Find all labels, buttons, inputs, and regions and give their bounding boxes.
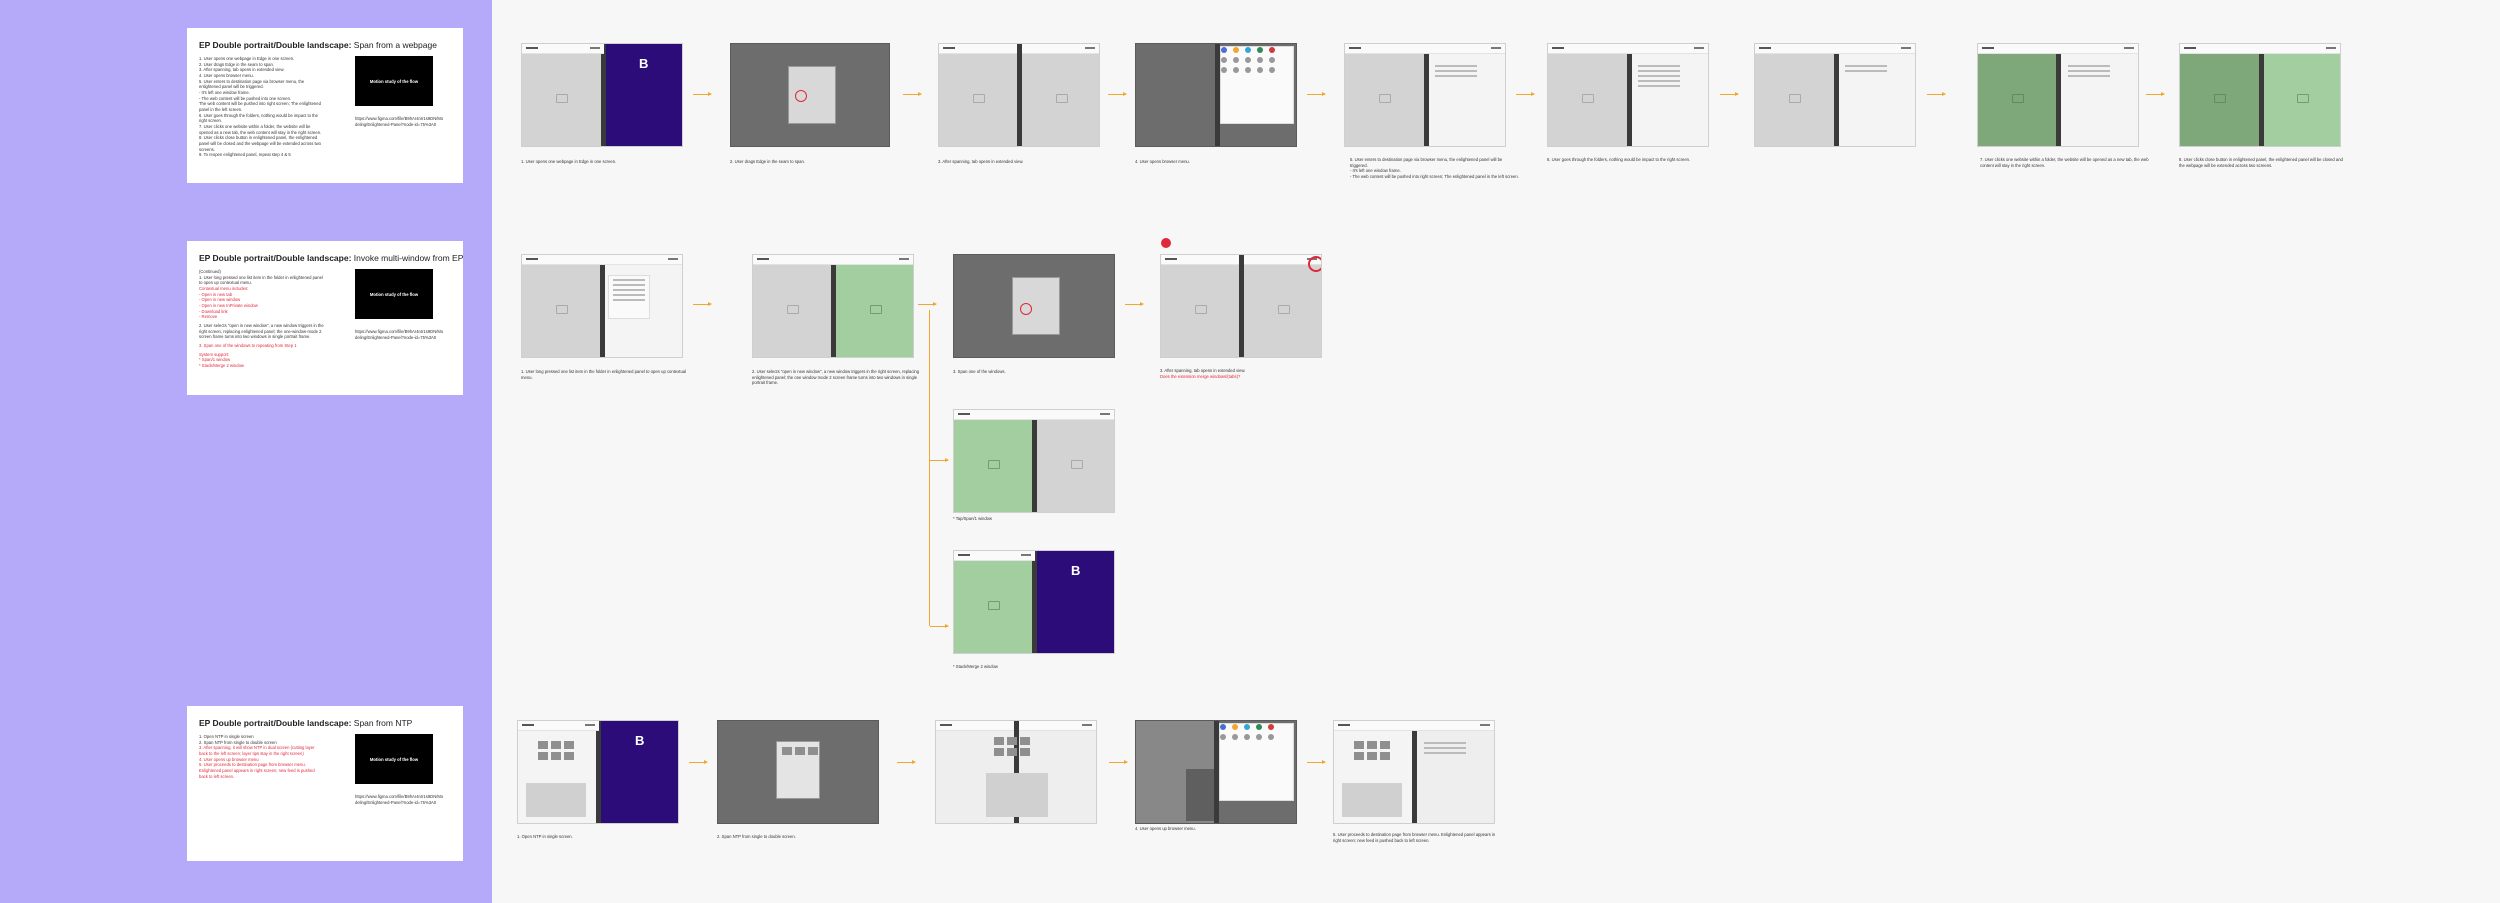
screen-frame-r1-7 [1754,43,1916,147]
screen-frame-r3-4 [1135,720,1297,824]
flow-arrow [897,760,916,764]
flow-arrow [693,302,712,306]
flow-arrow [693,92,712,96]
screen-frame-r1-8 [1977,43,2139,147]
flow-arrow [918,302,937,306]
screen-frame-r2-span [953,409,1115,513]
figma-link[interactable]: https://www.figma.com/file/B9hAr4nIr1s9D… [355,116,444,127]
browser-menu[interactable] [1219,723,1294,801]
screen-frame-r3-5 [1333,720,1495,824]
screen-frame-r2-4 [1160,254,1322,358]
flow-arrow [930,624,949,628]
step-caption: 5. User enters to destination page via b… [1350,157,1519,180]
branch-connector [929,310,930,626]
figma-link[interactable]: https://www.figma.com/file/B9hAr4nIr1s9D… [355,329,444,340]
step-caption: 2. User selects "open in new window", a … [752,369,920,386]
step-caption: 5. User proceeds to destination page fro… [1333,832,1496,843]
flow-arrow [1307,92,1326,96]
step-caption: 1. User opens one webpage in Edge in one… [521,159,617,164]
step-caption: 1. Open NTP in single screen. [517,834,573,839]
flow-arrow [1109,760,1128,764]
step-caption: * Stack/Merge 2 window [953,664,998,669]
step-caption: 1. User long pressed one list item in th… [521,369,687,380]
flow-arrow [903,92,922,96]
screen-frame-r1-6 [1547,43,1709,147]
motion-study-thumbnail[interactable]: Motion study of the flow [355,56,433,106]
flow-arrow [1125,302,1144,306]
screen-frame-r1-3 [938,43,1100,147]
step-caption: 4. User opens browser menu. [1135,159,1190,164]
screen-frame-r3-1: B [517,720,679,824]
screen-frame-r2-stack: B [953,550,1115,654]
flow-card-span-ntp: EP Double portrait/Double landscape: Spa… [187,706,463,861]
step-caption: 4. User opens up browser menu. [1135,826,1196,831]
screen-frame-r1-2 [730,43,890,147]
motion-study-thumbnail[interactable]: Motion study of the flow [355,269,433,319]
step-caption: 8. User clicks close button in enlighten… [2179,157,2343,168]
step-caption: 6. User goes through the folders, nothin… [1547,157,1691,162]
card-steps: (Continued)1. User long pressed one list… [199,269,324,369]
step-caption: 3. Span one of the windows. [953,369,1006,374]
flow-arrow [689,760,708,764]
screen-frame-r1-5 [1344,43,1506,147]
letter-b: B [635,733,645,748]
screen-frame-r1-9 [2179,43,2341,147]
card-title: EP Double portrait/Double landscape: Spa… [199,40,437,50]
motion-study-thumbnail[interactable]: Motion study of the flow [355,734,433,784]
step-caption: 7. User clicks one website within a fold… [1980,157,2149,168]
card-title: EP Double portrait/Double landscape: Inv… [199,253,464,263]
flow-arrow [1307,760,1326,764]
browser-menu[interactable] [1220,46,1294,124]
screen-frame-r2-2 [752,254,914,358]
screen-frame-r3-3 [935,720,1097,824]
flow-card-multi-window: EP Double portrait/Double landscape: Inv… [187,241,463,395]
card-steps: 1. User opens one webpage in Edge in one… [199,56,322,158]
comment-marker[interactable] [1161,238,1171,248]
step-caption: 2. User drags Edge in the seam to span. [730,159,805,164]
screen-frame-r1-4 [1135,43,1297,147]
flow-arrow [1720,92,1739,96]
step-caption: * Tap/Span/1 window [953,516,993,521]
step-caption: 3. After spanning, tab opens in extended… [1160,368,1246,379]
step-caption: 3. After spanning, tab opens in extended… [938,159,1024,164]
flow-card-span-webpage: EP Double portrait/Double landscape: Spa… [187,28,463,183]
flow-arrow [1516,92,1535,96]
card-title: EP Double portrait/Double landscape: Spa… [199,718,413,728]
letter-b: B [639,56,649,71]
contextual-menu[interactable] [608,275,650,319]
letter-b: B [1071,563,1081,578]
screen-frame-r2-3 [953,254,1115,358]
flow-arrow [2146,92,2165,96]
screen-frame-r2-1 [521,254,683,358]
figma-link[interactable]: https://www.figma.com/file/B9hAr4nIr1s9D… [355,794,444,805]
flow-arrow [930,458,949,462]
screen-frame-r1-1: B [521,43,683,147]
flow-arrow [1108,92,1127,96]
screen-frame-r3-2 [717,720,879,824]
flow-arrow [1927,92,1946,96]
step-caption: 2. Span NTP from single to double screen… [717,834,796,839]
